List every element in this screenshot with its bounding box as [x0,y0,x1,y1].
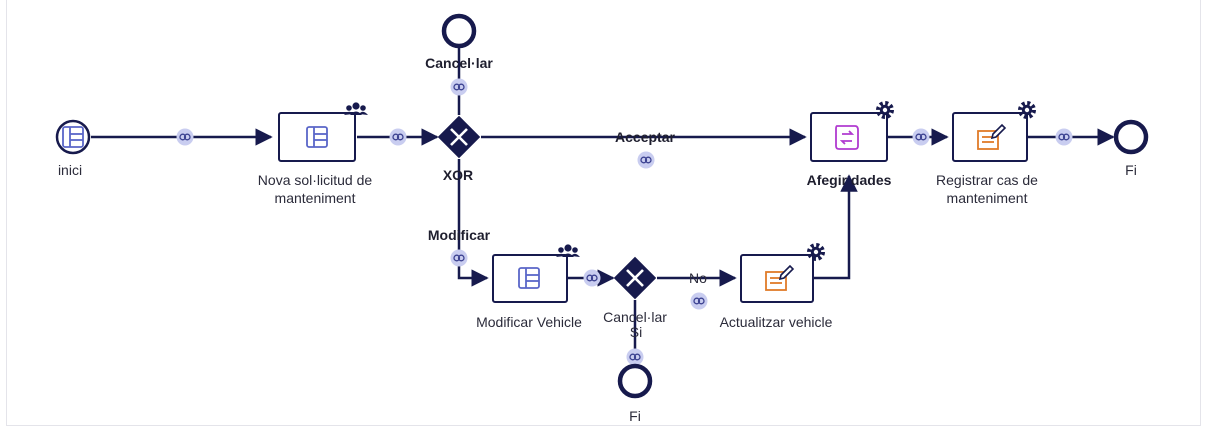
link-icon[interactable] [449,77,469,97]
task-actualitzar-vehicle[interactable] [740,243,825,303]
task-registrar-cas[interactable] [952,101,1036,162]
x-icon [626,269,644,287]
link-icon[interactable] [689,291,709,311]
task-registrar-label-1: Registrar cas de [936,172,1038,188]
link-icon[interactable] [636,150,656,170]
link-icon[interactable] [449,248,469,268]
link-icon[interactable] [582,268,602,288]
users-icon [556,244,580,257]
task-modificar-vehicle[interactable] [492,244,580,303]
flow-label-no: No [689,270,707,286]
x-icon [450,128,468,146]
end-event-bottom[interactable] [617,363,653,399]
flow-modificar[interactable] [457,159,489,287]
task-afegir-dades[interactable] [810,101,894,162]
link-icon[interactable] [388,127,408,147]
link-icon[interactable] [1054,127,1074,147]
end-event-cancel-label: Cancel·lar [425,55,493,71]
link-icon[interactable] [625,347,645,367]
start-event[interactable] [55,119,91,155]
flow-label-acceptar: Acceptar [615,129,675,145]
task-nova-label-2: manteniment [275,190,356,206]
end-event-cancel[interactable] [441,13,477,49]
task-afegir-label: Afegir dades [807,172,892,188]
second-gateway-label: Cancel·lar [603,309,667,325]
second-gateway[interactable] [613,256,657,300]
link-icon[interactable] [175,127,195,147]
task-actualitzar-label: Actualitzar vehicle [720,314,833,330]
task-modificar-label: Modificar Vehicle [476,314,582,330]
xor-gateway[interactable] [437,115,481,159]
process-canvas: inici Cancel·lar Fi Fi XOR Cancel·lar Ac… [6,0,1201,426]
end-event-main-label: Fi [1125,162,1137,178]
flow-label-si: Si [630,324,642,340]
flow-actualitzar-to-afegir[interactable] [813,174,858,280]
task-registrar-label-2: manteniment [947,190,1028,206]
flow-label-modificar: Modificar [428,227,491,243]
link-icon[interactable] [911,127,931,147]
end-event-main[interactable] [1113,119,1149,155]
task-nova-label-1: Nova sol·licitud de [258,172,373,188]
bpmn-diagram: inici Cancel·lar Fi Fi XOR Cancel·lar Ac… [55,13,1149,424]
users-icon [344,102,368,115]
start-event-label: inici [58,162,82,178]
end-event-bottom-label: Fi [629,408,641,424]
xor-gateway-label: XOR [443,167,473,183]
task-nova-solicitud[interactable] [278,102,368,162]
